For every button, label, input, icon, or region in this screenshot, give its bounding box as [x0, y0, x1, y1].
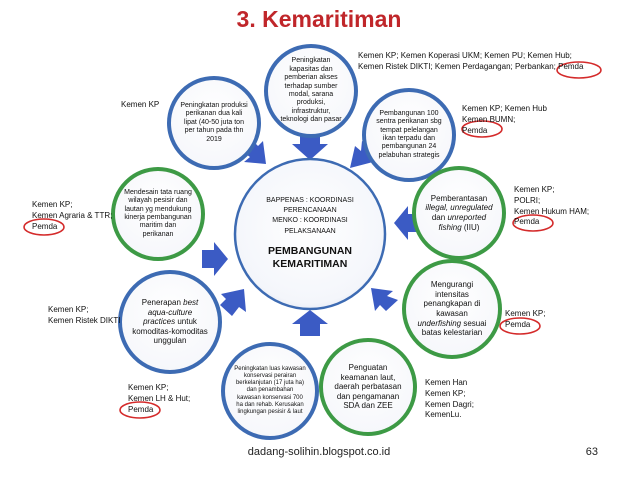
annotation-n6: Kemen KP; Kemen LH & Hut; Pemda: [128, 383, 191, 414]
annotation-n4: Kemen KP; Pemda: [505, 309, 546, 329]
node-circle-n7: [118, 270, 222, 374]
node-n9: Peningkatan produksi perikanan dua kali …: [174, 83, 254, 163]
node-circle-n5: [319, 338, 417, 436]
highlight-pemda-a3: [512, 214, 554, 232]
highlight-pemda-a2: [461, 120, 503, 138]
annotation-n7: Kemen KP; Kemen Ristek DIKTI: [48, 305, 121, 325]
node-circle-n8: [111, 167, 205, 261]
node-circle-n1: [264, 44, 358, 138]
node-text-n3: Pemberantasan illegal, unregulated dan u…: [425, 193, 493, 232]
node-text-n1: Peningkatan kapasitas dan pemberian akse…: [280, 57, 342, 124]
annotation-n9: Kemen KP: [121, 100, 160, 109]
highlight-pemda-a4: [499, 317, 541, 335]
node-n7: Penerapan best aqua-culture practices un…: [125, 277, 215, 367]
slide-title: 3. Kemaritiman: [236, 6, 402, 32]
node-n3: Pemberantasan illegal, unregulated dan u…: [419, 173, 499, 253]
node-circles: [111, 44, 506, 440]
node-n4: Mengurangi intensitas penangkapan di kaw…: [409, 266, 495, 352]
arrow-bottom-left: [220, 289, 246, 316]
node-circle-n6: [221, 342, 319, 440]
node-text-n4: Mengurangi intensitas penangkapan di kaw…: [417, 280, 487, 338]
node-text-n7: Penerapan best aqua-culture practices un…: [132, 298, 208, 346]
node-text-n9: Peningkatan produksi perikanan dua kali …: [180, 102, 248, 143]
node-circle-n3: [412, 166, 506, 260]
highlight-marks: [23, 61, 602, 419]
arrow-left: [202, 242, 228, 276]
center-line-1: BAPPENAS : KOORDINASI: [266, 197, 354, 205]
node-n6: Peningkatan luas kawasan konservasi pera…: [228, 349, 312, 433]
node-n2: Pembangunan 100 sentra perikanan sbg tem…: [369, 95, 449, 175]
node-text-n8: Mendesain tata ruang wilayah pesisir dan…: [124, 188, 192, 238]
center-line-2: PERENCANAAN: [283, 207, 337, 215]
center-line-4: PELAKSANAAN: [284, 227, 336, 235]
node-text-n2: Pembangunan 100 sentra perikanan sbg tem…: [376, 109, 442, 159]
highlight-pemda-a8: [23, 218, 65, 236]
center-main-1: PEMBANGUNAN: [268, 244, 352, 257]
highlight-pemda-a1: [556, 61, 602, 79]
annotation-n2: Kemen KP; Kemen Hub Kemen BUMN; Pemda: [462, 104, 547, 135]
page-number: 63: [585, 446, 598, 458]
node-n8: Mendesain tata ruang wilayah pesisir dan…: [118, 174, 198, 254]
node-circle-n2: [362, 88, 456, 182]
arrow-bottom-right: [371, 288, 398, 311]
node-circle-n9: [167, 76, 261, 170]
center-circle: [233, 157, 387, 311]
node-circle-n4: [402, 259, 502, 359]
highlight-pemda-a6: [119, 401, 161, 419]
center-line-3: MENKO : KOORDINASI: [272, 217, 348, 225]
annotation-n8: Kemen KP; Kemen Agraria & TTR; Pemda: [32, 200, 113, 231]
annotation-n3: Kemen KP; POLRI; Kemen Hukum HAM; Pemda: [514, 185, 590, 227]
node-n1: Peningkatan kapasitas dan pemberian akse…: [271, 51, 351, 131]
node-text-n6: Peningkatan luas kawasan konservasi pera…: [234, 365, 306, 415]
node-n5: Penguatan keamanan laut, daerah perbatas…: [326, 345, 410, 429]
arrow-top: [292, 132, 328, 160]
node-text-n5: Penguatan keamanan laut, daerah perbatas…: [334, 363, 402, 411]
footer-source: dadang-solihin.blogspot.co.id: [247, 446, 391, 458]
arrow-bottom: [292, 310, 328, 336]
center-main-2: KEMARITIMAN: [272, 258, 348, 271]
annotation-n1: Kemen KP; Kemen Koperasi UKM; Kemen PU; …: [358, 51, 584, 71]
center-label: BAPPENAS : KOORDINASI PERENCANAAN MENKO …: [236, 160, 384, 308]
annotation-n5: Kemen Han Kemen KP; Kemen Dagri; KemenLu…: [425, 378, 474, 420]
